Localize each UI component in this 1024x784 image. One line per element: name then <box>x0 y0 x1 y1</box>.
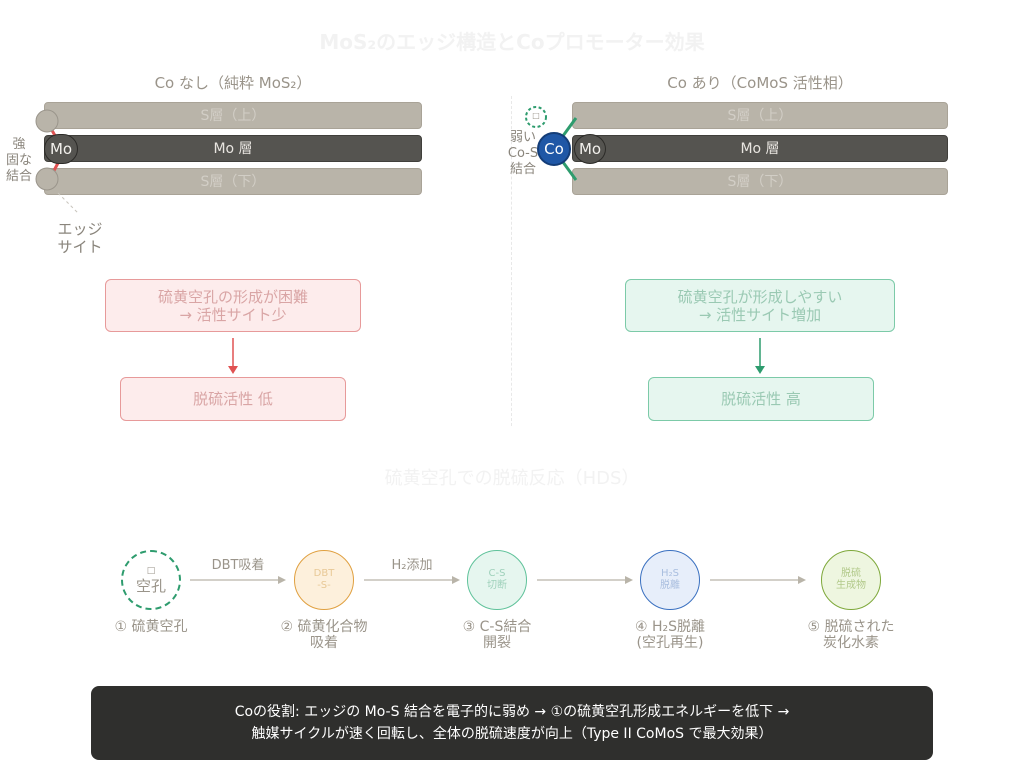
right-vacancy-circle <box>525 106 547 128</box>
left-result-box-2: 脱硫活性 低 <box>120 377 346 421</box>
cycle-arrows <box>190 576 806 584</box>
step-3-circle: C-S 切断 <box>467 550 527 610</box>
left-edge-graphic <box>35 109 79 214</box>
co-role-note: Coの役割: エッジの Mo-S 結合を電子的に弱め → ①の硫黄空孔形成エネル… <box>91 686 933 760</box>
right-mo-atom: Mo <box>574 134 606 164</box>
co-atom: Co <box>537 132 571 166</box>
right-vacancy-mark: □ <box>532 111 540 120</box>
step-1-circle: □ 空孔 <box>121 550 181 610</box>
right-s-layer-bottom: S層（下） <box>572 168 948 195</box>
right-result-box-1: 硫黄空孔が形成しやすい → 活性サイト増加 <box>625 279 895 332</box>
step-2-label: ② 硫黄化合物 吸着 <box>280 619 368 651</box>
left-s-layer-top: S層（上） <box>44 102 422 129</box>
right-s-layer-top: S層（上） <box>572 102 948 129</box>
left-subtitle: Co なし（純粋 MoS₂） <box>154 74 312 92</box>
step-2-circle: DBT -S- <box>294 550 354 610</box>
left-result-box-1: 硫黄空孔の形成が困難 → 活性サイト少 <box>105 279 361 332</box>
left-mo-atom: Mo <box>44 134 78 164</box>
page-title: MoS₂のエッジ構造とCoプロモーター効果 <box>319 30 705 54</box>
arrow-label-1: DBT吸着 <box>211 558 265 573</box>
right-arrow-down <box>755 338 765 374</box>
cycle-title: 硫黄空孔での脱硫反応（HDS） <box>384 468 640 489</box>
panel-divider <box>511 96 512 426</box>
step-5-circle: 脱硫 生成物 <box>821 550 881 610</box>
left-bond-label: 強 固な 結合 <box>5 137 32 184</box>
edge-pointer-line <box>57 192 79 214</box>
step-4-circle: H₂S 脱離 <box>640 550 700 610</box>
step-5-label: ⑤ 脱硫された 炭化水素 <box>807 619 895 651</box>
left-s-atom-top <box>35 109 59 133</box>
step-1-label: ① 硫黄空孔 <box>114 619 188 635</box>
left-s-atom-bottom <box>35 167 59 191</box>
right-subtitle: Co あり（CoMoS 活性相） <box>667 74 853 92</box>
right-mo-layer: Mo 層 <box>572 135 948 162</box>
left-mo-layer: Mo 層 <box>44 135 422 162</box>
step-4-label: ④ H₂S脱離 (空孔再生) <box>634 619 706 651</box>
right-bond-label: 弱い Co-S 結合 <box>507 130 539 177</box>
arrow-label-2: H₂添加 <box>391 558 433 573</box>
left-arrow-down <box>228 338 238 374</box>
left-edge-label: エッジ サイト <box>57 220 103 256</box>
step-3-label: ③ C-S結合 開裂 <box>462 619 532 651</box>
right-result-box-2: 脱硫活性 高 <box>648 377 874 421</box>
left-s-layer-bottom: S層（下） <box>44 168 422 195</box>
